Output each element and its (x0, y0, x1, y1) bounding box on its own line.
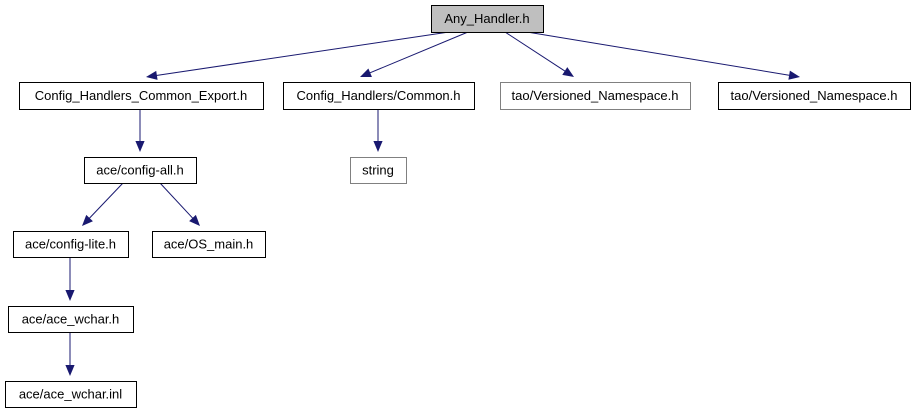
graph-edge (360, 31, 469, 78)
edge-line (504, 31, 567, 73)
node-label: tao/Versioned_Namespace.h (731, 88, 898, 103)
node-label: ace/config-all.h (96, 162, 183, 177)
edge-line (368, 31, 469, 74)
graph-node-tao_vns_1[interactable]: tao/Versioned_Namespace.h (500, 82, 691, 110)
nodes-layer: Any_Handler.hConfig_Handlers_Common_Expo… (5, 5, 911, 408)
node-box[interactable] (13, 231, 129, 258)
graph-edge (135, 109, 145, 152)
edge-line (159, 182, 194, 220)
node-box[interactable] (500, 82, 691, 110)
edge-arrowhead-icon (189, 214, 200, 226)
graph-node-any_handler[interactable]: Any_Handler.h (431, 5, 544, 33)
node-box[interactable] (283, 82, 475, 110)
node-label: Config_Handlers_Common_Export.h (35, 88, 247, 103)
node-label: ace/config-lite.h (25, 236, 116, 251)
node-box[interactable] (350, 157, 407, 184)
graph-node-os_main[interactable]: ace/OS_main.h (152, 231, 266, 258)
node-label: ace/ace_wchar.inl (19, 386, 122, 401)
graph-node-ch_common_export[interactable]: Config_Handlers_Common_Export.h (19, 82, 264, 110)
edge-arrowhead-icon (562, 67, 574, 77)
graph-edge (82, 182, 124, 226)
node-label: tao/Versioned_Namespace.h (512, 88, 679, 103)
edge-arrowhead-icon (146, 70, 158, 80)
graph-node-ace_wchar_inl[interactable]: ace/ace_wchar.inl (5, 381, 137, 408)
edge-arrowhead-icon (65, 365, 75, 376)
edge-arrowhead-icon (82, 214, 93, 226)
node-label: ace/OS_main.h (164, 236, 254, 251)
edge-arrowhead-icon (788, 70, 800, 80)
graph-edge (65, 332, 75, 376)
edge-line (155, 31, 450, 77)
edge-line (88, 182, 124, 220)
graph-node-config_all[interactable]: ace/config-all.h (84, 157, 197, 184)
graph-edge (373, 109, 383, 152)
node-box[interactable] (152, 231, 266, 258)
node-label: Config_Handlers/Common.h (296, 88, 460, 103)
graph-node-ace_wchar_h[interactable]: ace/ace_wchar.h (8, 306, 134, 333)
edge-line (526, 31, 791, 76)
graph-edge (504, 31, 574, 77)
graph-edge (526, 31, 800, 80)
node-box[interactable] (5, 381, 137, 408)
graph-edge (159, 182, 200, 226)
graph-node-string[interactable]: string (350, 157, 407, 184)
graph-node-tao_vns_2[interactable]: tao/Versioned_Namespace.h (718, 82, 911, 110)
graph-edge (65, 257, 75, 301)
node-box[interactable] (718, 82, 911, 110)
node-box[interactable] (431, 5, 544, 33)
edge-arrowhead-icon (65, 290, 75, 301)
node-label: ace/ace_wchar.h (22, 311, 120, 326)
edge-arrowhead-icon (135, 141, 145, 152)
node-box[interactable] (19, 82, 264, 110)
edge-arrowhead-icon (373, 141, 383, 152)
graph-node-config_lite[interactable]: ace/config-lite.h (13, 231, 129, 258)
graph-edge (146, 31, 450, 80)
node-label: Any_Handler.h (444, 11, 529, 26)
edge-arrowhead-icon (360, 68, 372, 78)
edges-layer (65, 31, 800, 376)
node-label: string (362, 162, 394, 177)
node-box[interactable] (8, 306, 134, 333)
graph-node-ch_common[interactable]: Config_Handlers/Common.h (283, 82, 475, 110)
node-box[interactable] (84, 157, 197, 184)
